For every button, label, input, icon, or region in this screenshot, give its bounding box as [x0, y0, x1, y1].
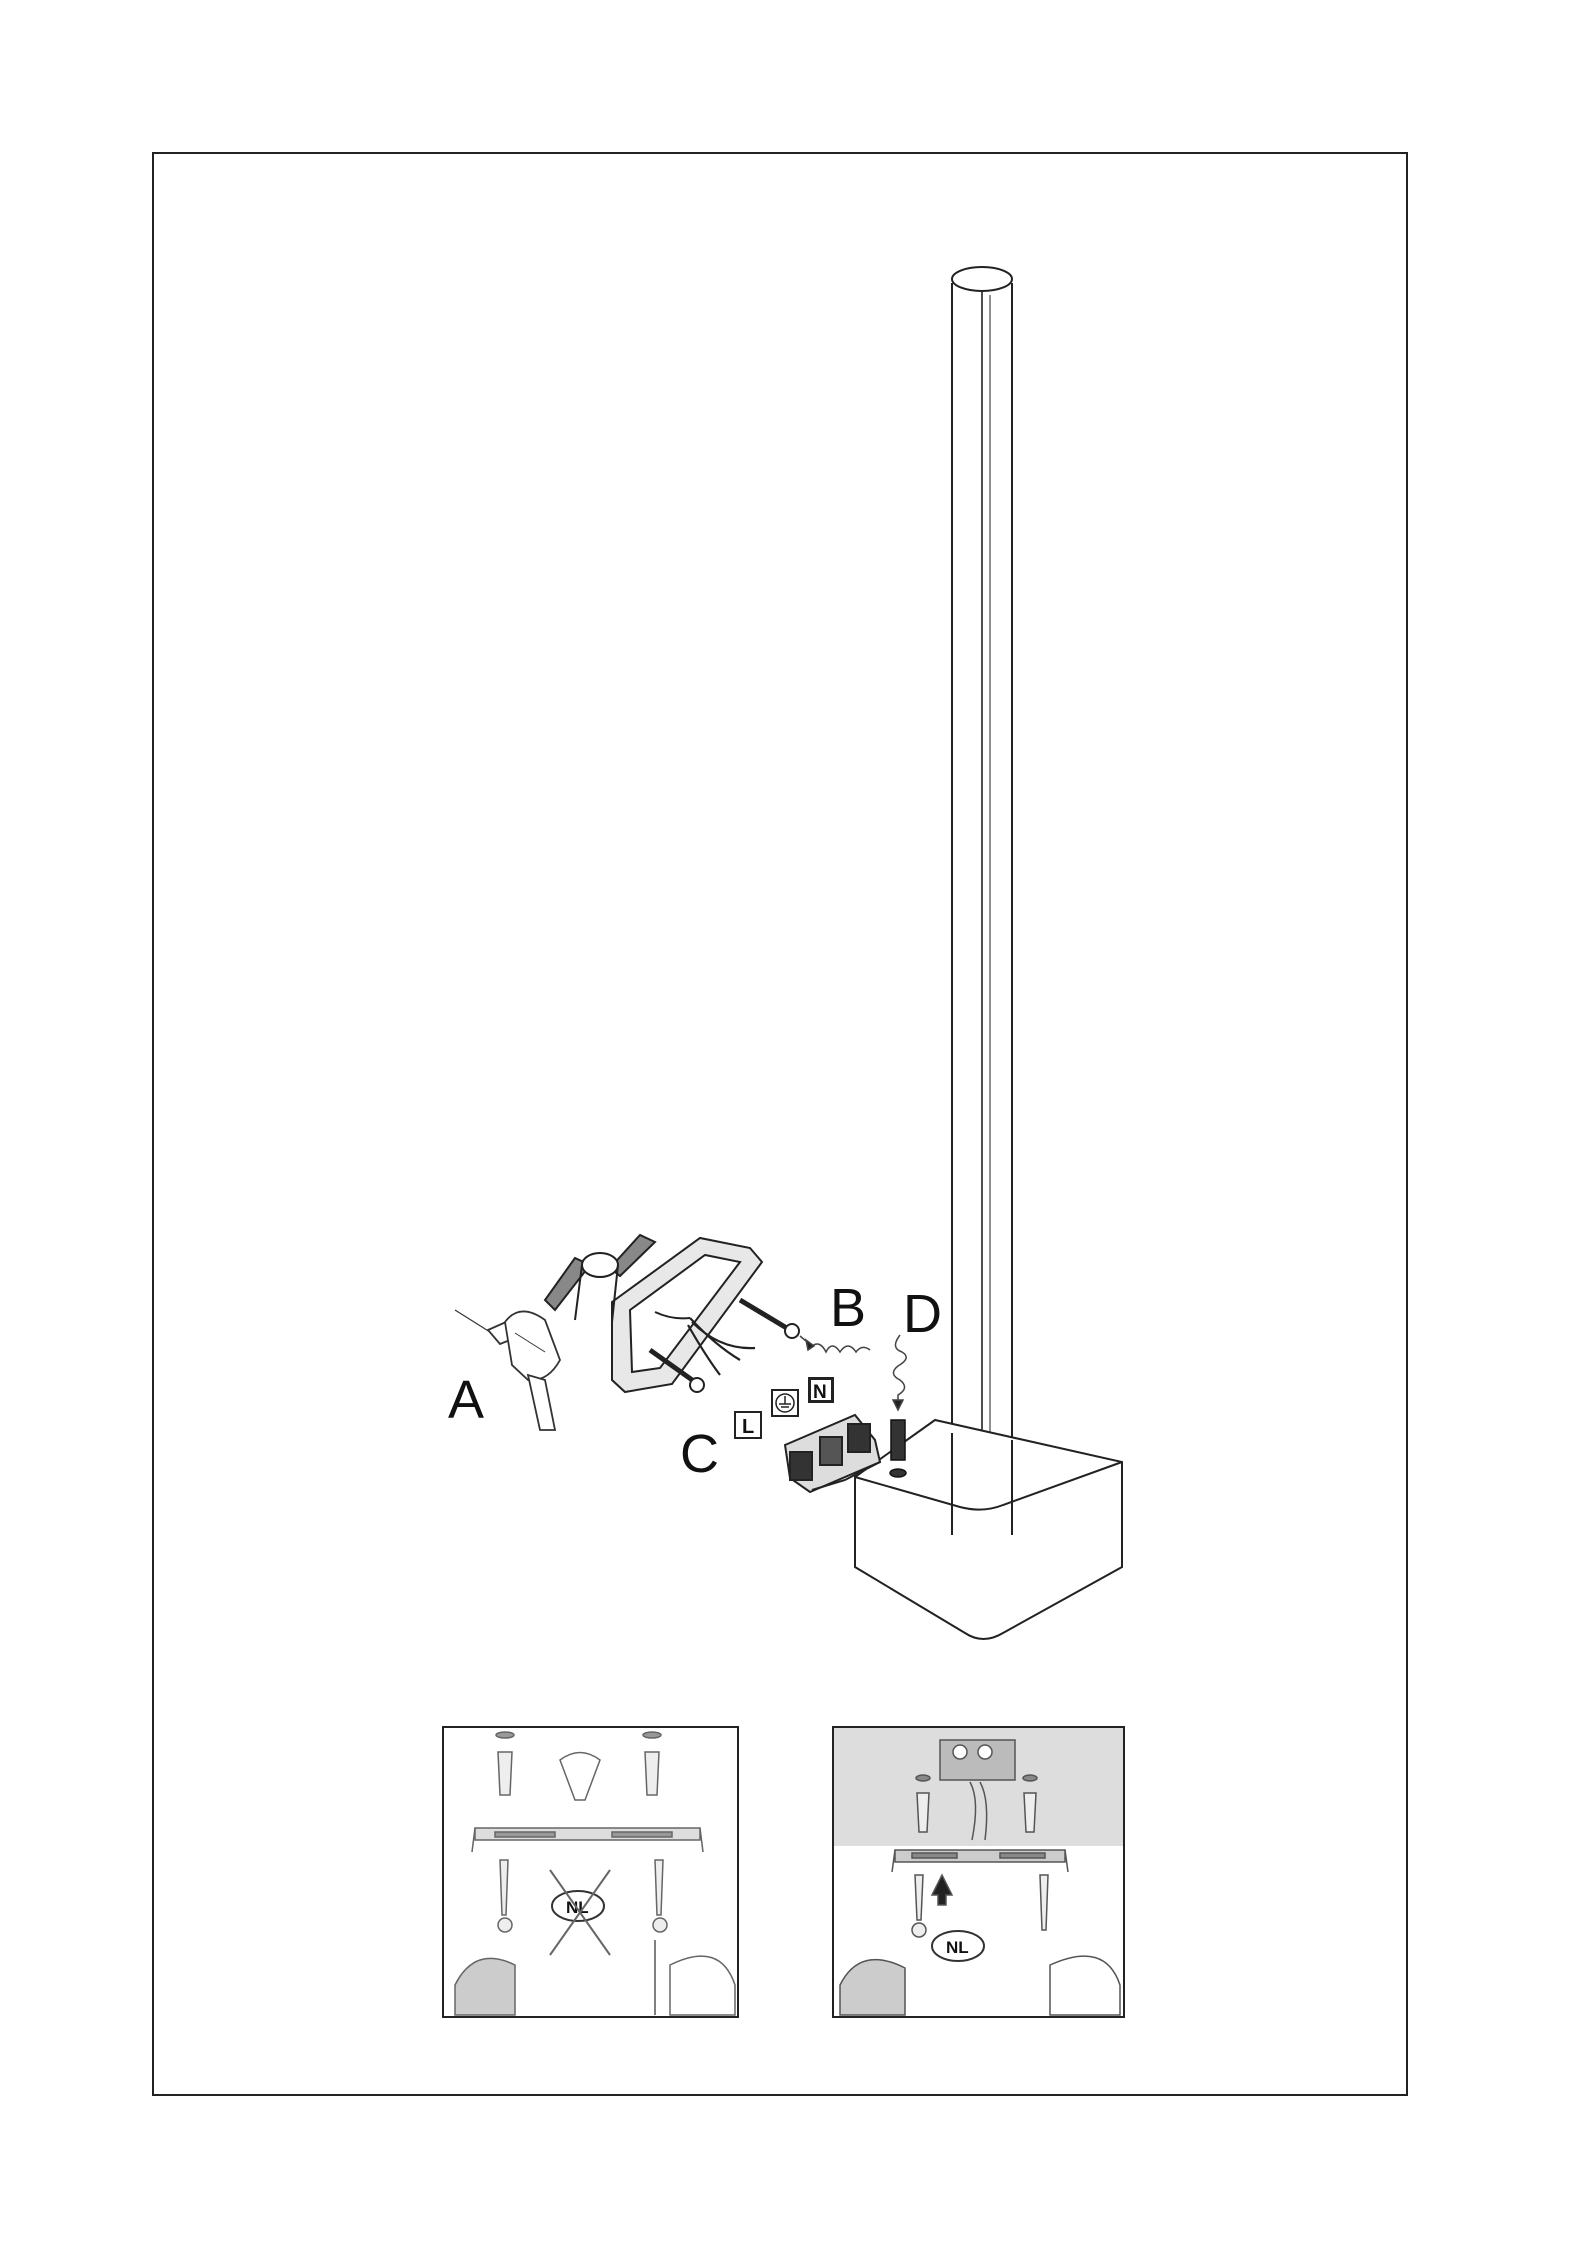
mounting-panel-left: NL	[443, 1727, 738, 2017]
label-n: N	[813, 1382, 827, 1403]
svg-text:NL: NL	[946, 1938, 969, 1957]
terminal-symbols: L N	[735, 1377, 834, 1438]
label-l: L	[742, 1416, 754, 1438]
nl-badge-right: NL	[932, 1931, 984, 1961]
label-c: C	[680, 1424, 719, 1484]
label-b: B	[830, 1278, 866, 1338]
label-a: A	[448, 1370, 484, 1430]
lamp-pole	[952, 267, 1012, 1548]
spring-b	[800, 1336, 870, 1352]
label-d: D	[903, 1284, 942, 1344]
mounting-panel-right: NL	[833, 1727, 1124, 2017]
junction-box	[545, 1235, 799, 1392]
spring-d	[893, 1335, 906, 1410]
